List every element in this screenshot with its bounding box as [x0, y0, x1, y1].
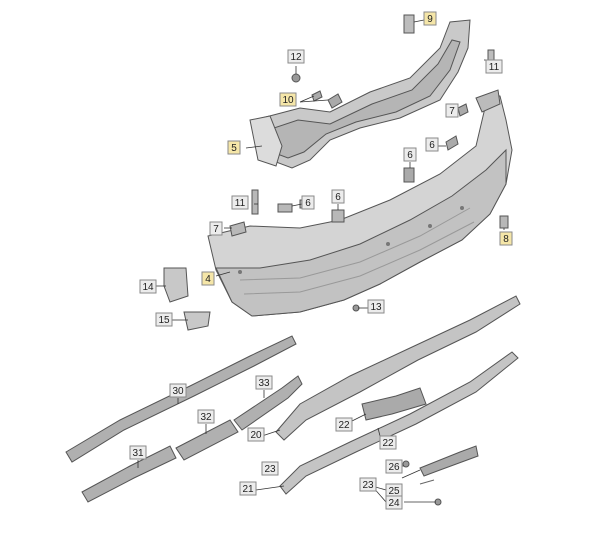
callout-box — [445, 103, 459, 118]
callout-c6d: 6 — [331, 189, 345, 204]
callout-number: 12 — [290, 52, 302, 63]
callout-number: 6 — [407, 150, 413, 161]
callout-c9: 9 — [423, 11, 437, 26]
callout-box — [385, 495, 403, 510]
callout-box — [359, 477, 377, 492]
callout-c6b: 6 — [425, 137, 439, 152]
lower-trim-panels — [275, 295, 521, 506]
callout-number: 15 — [158, 315, 170, 326]
bumper-carrier-bracket — [249, 14, 495, 169]
callout-c6c: 6 — [301, 195, 315, 210]
callout-box — [255, 375, 273, 390]
callout-c23b: 23 — [359, 477, 377, 492]
callout-box — [129, 445, 147, 460]
callout-number: 23 — [264, 464, 276, 475]
callout-number: 6 — [429, 140, 435, 151]
callout-number: 11 — [235, 198, 246, 209]
callout-box — [403, 147, 417, 162]
callout-c11b: 11 — [231, 195, 249, 210]
callout-c22: 22 — [335, 417, 353, 432]
callout-number: 7 — [449, 106, 455, 117]
callout-number: 22 — [382, 438, 394, 449]
callout-c21: 21 — [239, 481, 257, 496]
callout-number: 6 — [335, 192, 341, 203]
callout-number: 32 — [200, 412, 212, 423]
callout-number: 31 — [132, 448, 144, 459]
callout-box — [169, 383, 187, 398]
callout-number: 6 — [305, 198, 311, 209]
callout-number: 23 — [362, 480, 374, 491]
callout-number: 10 — [282, 95, 294, 106]
callout-box — [425, 137, 439, 152]
callout-c23a: 23 — [261, 461, 279, 476]
callout-c32: 32 — [197, 409, 215, 424]
callout-c8: 8 — [499, 231, 513, 246]
callout-c5: 5 — [227, 140, 241, 155]
callout-number: 26 — [388, 462, 400, 473]
callout-box — [247, 427, 265, 442]
callout-number: 25 — [388, 486, 400, 497]
callout-box — [261, 461, 279, 476]
callout-c7a: 7 — [445, 103, 459, 118]
callout-c30: 30 — [169, 383, 187, 398]
callout-box — [197, 409, 215, 424]
callout-box — [231, 195, 249, 210]
callout-box — [301, 195, 315, 210]
callout-c26: 26 — [385, 459, 403, 474]
callout-box — [331, 189, 345, 204]
callout-c13: 13 — [367, 299, 385, 314]
callout-c20: 20 — [247, 427, 265, 442]
rear-bumper-cover — [207, 89, 513, 317]
callout-c22b: 22 — [379, 435, 397, 450]
callout-number: 5 — [231, 143, 237, 154]
callout-box — [287, 49, 305, 64]
diffuser-grille-strips — [65, 335, 303, 503]
callout-box — [155, 312, 173, 327]
callout-c12: 12 — [287, 49, 305, 64]
callout-box — [499, 231, 513, 246]
callout-c6a: 6 — [403, 147, 417, 162]
callout-c25: 25 — [385, 483, 403, 498]
callout-box — [227, 140, 241, 155]
callout-box — [485, 59, 503, 74]
callout-c10: 10 — [279, 92, 297, 107]
callout-box — [201, 271, 215, 286]
callout-number: 8 — [503, 234, 509, 245]
callout-box — [423, 11, 437, 26]
callout-box — [139, 279, 157, 294]
callout-box — [279, 92, 297, 107]
callout-box — [385, 459, 403, 474]
callout-number: 24 — [388, 498, 400, 509]
callout-number: 9 — [427, 14, 433, 25]
callout-c24: 24 — [385, 495, 403, 510]
callout-number: 21 — [242, 484, 254, 495]
callout-number: 30 — [172, 386, 184, 397]
callout-number: 22 — [338, 420, 350, 431]
callout-number: 7 — [213, 224, 219, 235]
callout-c4: 4 — [201, 271, 215, 286]
callout-number: 4 — [205, 274, 211, 285]
callout-box — [379, 435, 397, 450]
callout-number: 13 — [370, 302, 382, 313]
fastener-clips-top — [291, 73, 469, 183]
callout-c33: 33 — [255, 375, 273, 390]
callout-number: 20 — [250, 430, 262, 441]
callout-c14: 14 — [139, 279, 157, 294]
callout-box — [335, 417, 353, 432]
callout-number: 14 — [142, 282, 154, 293]
callout-c7b: 7 — [209, 221, 223, 236]
callout-c11a: 11 — [485, 59, 503, 74]
callout-box — [367, 299, 385, 314]
callout-number: 11 — [489, 62, 500, 73]
callout-box — [209, 221, 223, 236]
callout-c15: 15 — [155, 312, 173, 327]
callout-box — [239, 481, 257, 496]
callout-c31: 31 — [129, 445, 147, 460]
callout-number: 33 — [258, 378, 270, 389]
side-trim-pieces — [163, 267, 211, 331]
